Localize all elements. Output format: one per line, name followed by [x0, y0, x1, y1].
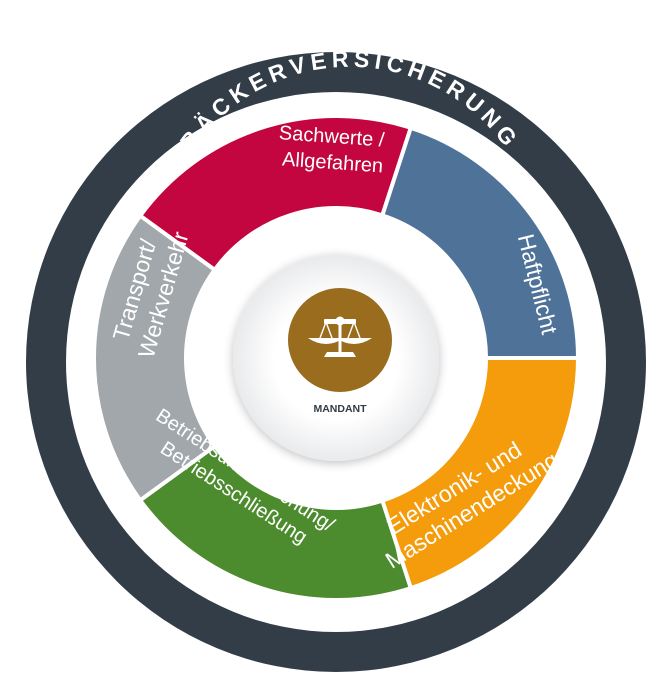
center-label: MANDANT: [313, 403, 367, 415]
mandant-badge[interactable]: MANDANT: [288, 288, 392, 415]
scales-of-justice-icon: [308, 316, 372, 357]
